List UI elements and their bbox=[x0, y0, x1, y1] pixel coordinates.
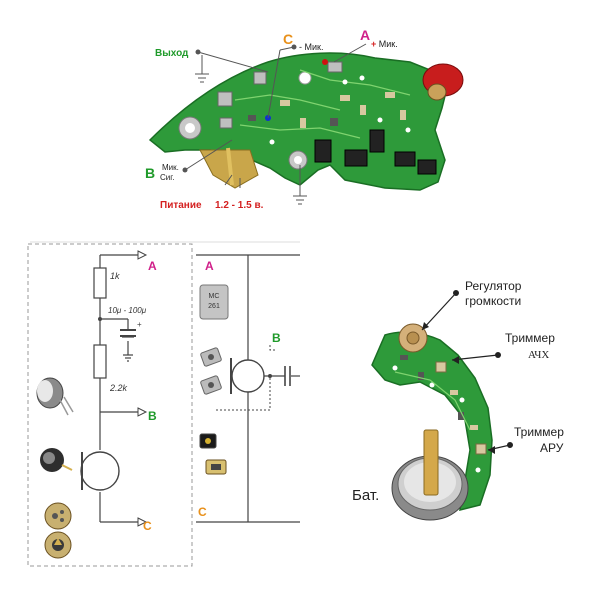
svg-text:+: + bbox=[137, 320, 142, 329]
trimmer-freq bbox=[435, 361, 447, 373]
battery-label: Бат. bbox=[352, 487, 379, 504]
schematic-left-c: C bbox=[143, 519, 152, 533]
mic-marking-line1: MC bbox=[209, 293, 220, 300]
mic-marking-line2: 261 bbox=[208, 303, 220, 310]
mic-symbol-right bbox=[231, 359, 265, 393]
mic-sig-label-line2: Сиг. bbox=[160, 173, 174, 182]
agc-pointer-dot bbox=[507, 442, 513, 448]
smd-mic-photo-1 bbox=[200, 347, 222, 367]
output-pointer-dot bbox=[195, 49, 201, 55]
volume-label-line1: Регулятор bbox=[465, 279, 522, 293]
mic-photo-back bbox=[44, 531, 72, 559]
mic-photo-angled bbox=[40, 448, 73, 472]
mic-plus-label: + Мик. bbox=[371, 39, 398, 49]
mic-photo-front bbox=[44, 502, 72, 530]
schematic-right-a: A bbox=[205, 259, 214, 273]
pcb-top-c-letter: C bbox=[283, 31, 293, 47]
mic-minus-label: - Мик. bbox=[299, 42, 323, 52]
mic-symbol bbox=[80, 451, 120, 491]
freq-pointer-dot bbox=[495, 352, 501, 358]
schematic-right-c: C bbox=[198, 505, 207, 519]
trimmer-freq-label-line2: АЧХ bbox=[528, 349, 549, 361]
battery-tab bbox=[423, 429, 439, 496]
cap-label: 10μ - 100μ bbox=[108, 306, 147, 315]
freq-arrowhead bbox=[452, 356, 459, 364]
pcb-top-leaders bbox=[184, 43, 367, 205]
pcb-bottom-board bbox=[371, 323, 493, 521]
smd-mic-photo-2 bbox=[200, 375, 222, 395]
volume-arrowhead bbox=[422, 322, 429, 330]
r2-label: 2.2k bbox=[109, 383, 128, 393]
agc-arrowhead bbox=[488, 446, 495, 454]
trimmer-freq-label-line1: Триммер bbox=[505, 331, 555, 345]
smd-mic-photo-4 bbox=[205, 459, 227, 475]
schematic-right-b: B bbox=[272, 331, 281, 345]
pcb-top-b-letter: B bbox=[145, 165, 155, 181]
resistor-1k bbox=[93, 267, 107, 299]
volume-pointer-dot bbox=[453, 290, 459, 296]
pcb-bottom-labels: Регулятор громкости Триммер АЧХ Триммер … bbox=[352, 279, 564, 504]
pcb-top-a-letter: A bbox=[360, 27, 370, 43]
mic-minus-pointer-dot bbox=[291, 44, 297, 50]
trimmer-agc-label-line1: Триммер bbox=[514, 425, 564, 439]
voltage-label: 1.2 - 1.5 в. bbox=[215, 200, 264, 211]
resistor-2k2 bbox=[93, 344, 107, 379]
schematic-left-a: A bbox=[148, 259, 157, 273]
mic-wire-bundle bbox=[199, 147, 259, 189]
trimmer-agc bbox=[475, 443, 487, 455]
mic-photo-mc261: MC 261 bbox=[199, 284, 229, 320]
volume-label-line2: громкости bbox=[465, 294, 521, 308]
pcb-top-labels: Выход C - Мик. A + Мик. B Мик. Сиг. Пита… bbox=[145, 27, 398, 211]
output-label: Выход bbox=[155, 48, 189, 59]
schematic-left-b: B bbox=[148, 409, 157, 423]
trimmer-agc-label-line2: АРУ bbox=[540, 441, 564, 455]
schematic: + 1k 10μ - 100μ 2.2k A B C bbox=[27, 241, 300, 567]
mic-sig-pointer-dot bbox=[182, 167, 188, 173]
mic-sig-label-line1: Мик. bbox=[162, 163, 179, 172]
r1-label: 1k bbox=[110, 271, 120, 281]
pcb-top-board bbox=[148, 52, 464, 191]
mic-dashed-frame bbox=[27, 243, 193, 567]
power-label: Питание bbox=[160, 200, 202, 211]
mic-photo-side-view bbox=[36, 377, 74, 416]
smd-mic-photo-3 bbox=[199, 433, 217, 449]
